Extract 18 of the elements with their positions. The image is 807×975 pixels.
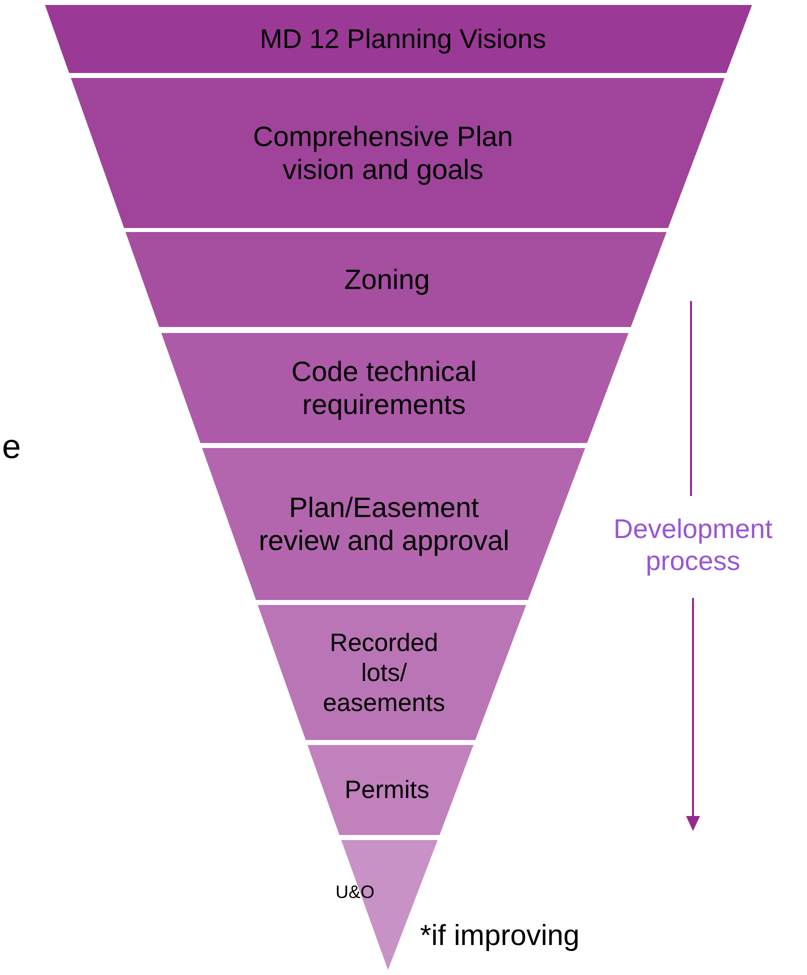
band-label: Code technical requirements — [290, 354, 478, 422]
cut-off-text: e — [2, 428, 21, 467]
funnel-band — [45, 5, 752, 73]
band-label: Comprehensive Plan vision and goals — [252, 120, 514, 187]
funnel-band — [307, 745, 474, 835]
band-label: Plan/Easement review and approval — [258, 490, 510, 558]
band-label: Recorded lots/ easements — [322, 628, 446, 718]
funnel-band — [161, 333, 629, 443]
band-label: Zoning — [343, 262, 431, 296]
funnel-band — [125, 232, 667, 327]
band-label: U&O — [334, 882, 376, 904]
process-label: Development process — [612, 513, 774, 578]
funnel-band — [202, 448, 586, 600]
funnel-band — [70, 78, 725, 228]
band-label: MD 12 Planning Visions — [258, 23, 548, 56]
funnel-band — [257, 605, 527, 740]
footnote: *if improving — [420, 920, 580, 953]
band-label: Permits — [344, 775, 430, 805]
